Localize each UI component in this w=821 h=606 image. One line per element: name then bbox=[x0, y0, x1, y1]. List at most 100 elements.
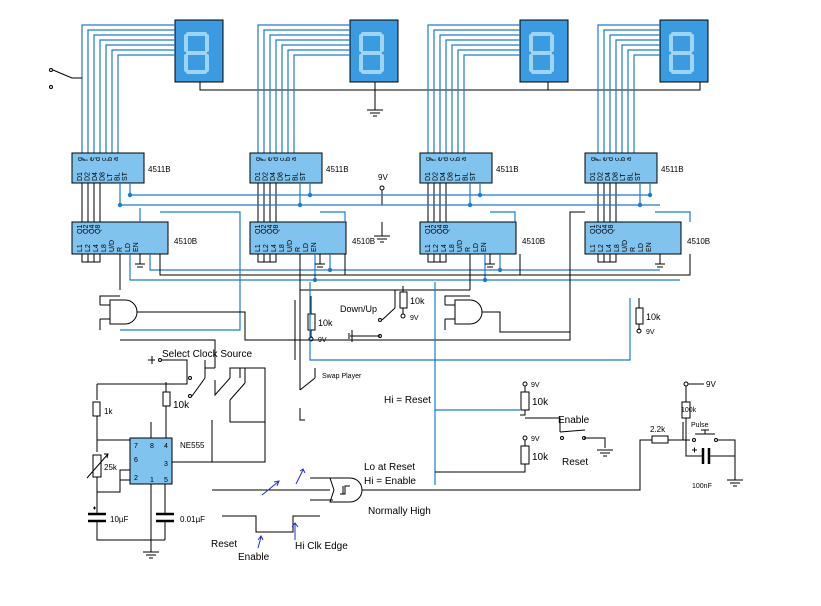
schmitt-trigger-icon bbox=[329, 477, 363, 503]
decoder-output-pin: f bbox=[596, 159, 603, 161]
decoder-output-pin: a bbox=[113, 157, 120, 161]
svg-text:1k: 1k bbox=[104, 407, 113, 416]
decoder-input-pin: BL bbox=[293, 172, 300, 181]
counter-input-pin: R bbox=[295, 247, 302, 252]
counter-output-pin: Q2 bbox=[261, 225, 268, 234]
counter-output-pin: Q4 bbox=[267, 225, 274, 234]
counter-input-pin: L2 bbox=[598, 244, 605, 252]
counter-input-pin: L8 bbox=[101, 244, 108, 252]
ne555-chip: 7 6 2 8 4 3 1 5 bbox=[129, 437, 173, 485]
counter-output-pin: Q2 bbox=[596, 225, 603, 234]
svg-text:10k: 10k bbox=[173, 400, 190, 411]
decoder-output-pin: d bbox=[608, 157, 615, 161]
counter-input-pin: L4 bbox=[441, 244, 448, 252]
counter-input-pin: L1 bbox=[425, 244, 432, 252]
svg-text:10k: 10k bbox=[318, 318, 333, 328]
svg-text:4: 4 bbox=[164, 443, 168, 450]
decoder-input-pin: D2 bbox=[433, 172, 440, 181]
counter-input-pin: EN bbox=[311, 242, 318, 252]
svg-text:0.01µF: 0.01µF bbox=[180, 515, 205, 524]
svg-text:Enable: Enable bbox=[558, 415, 590, 426]
counter-input-pin: L2 bbox=[433, 244, 440, 252]
decoder-input-pin: ST bbox=[122, 171, 129, 181]
decoder-input-pin: D4 bbox=[440, 172, 447, 181]
counter-chip-4: 4510B bbox=[584, 221, 710, 255]
counter-input-pin: EN bbox=[646, 242, 653, 252]
resistor-icon bbox=[651, 435, 669, 444]
decoder-output-pin: b bbox=[107, 157, 114, 161]
switch-icon bbox=[525, 417, 606, 448]
counter-input-pin: U/D bbox=[622, 240, 629, 252]
decoder-input-pin: D1 bbox=[255, 172, 262, 181]
clock-select-switch bbox=[148, 356, 162, 364]
decoder-output-pin: f bbox=[261, 159, 268, 161]
counter-input-pin: L8 bbox=[614, 244, 621, 252]
counter-input-pin: L4 bbox=[606, 244, 613, 252]
decoder-input-pin: D8 bbox=[278, 172, 285, 181]
decoder-output-pin: c bbox=[101, 157, 108, 161]
svg-text:4511B: 4511B bbox=[661, 165, 684, 174]
counter-input-pin: L1 bbox=[590, 244, 597, 252]
resistor-icon bbox=[162, 391, 171, 407]
switch-icon bbox=[49, 68, 82, 89]
capacitor-icon bbox=[88, 512, 106, 523]
decoder-input-pin: D8 bbox=[448, 172, 455, 181]
svg-text:4510B: 4510B bbox=[687, 237, 710, 246]
decoder-input-pin: D2 bbox=[263, 172, 270, 181]
resistor-icon bbox=[307, 313, 316, 331]
decoder-output-pin: g bbox=[77, 157, 84, 161]
svg-text:Reset: Reset bbox=[562, 457, 588, 468]
decoder-input-pin: LT bbox=[107, 173, 114, 181]
decoder-output-pin: e bbox=[267, 157, 274, 161]
decoder-input-pin: LT bbox=[285, 173, 292, 181]
decoder-input-pin: D2 bbox=[85, 172, 92, 181]
svg-text:9V: 9V bbox=[531, 436, 540, 443]
decoder-output-pin: a bbox=[291, 157, 298, 161]
swap-player-switch bbox=[205, 367, 316, 423]
decoder-input-pin: D4 bbox=[605, 172, 612, 181]
decoder-output-pin: f bbox=[431, 159, 438, 161]
decoder-output-pin: d bbox=[95, 157, 102, 161]
counter-input-pin: EN bbox=[481, 242, 488, 252]
counter-input-pin: L2 bbox=[263, 244, 270, 252]
counter-output-pin: Q8 bbox=[273, 225, 280, 234]
decoder-output-pin: b bbox=[455, 157, 462, 161]
counter-input-pin: LD bbox=[125, 243, 132, 252]
ground-icon bbox=[597, 449, 613, 457]
decoder-output-pin: a bbox=[461, 157, 468, 161]
counter-input-pin: LD bbox=[638, 243, 645, 252]
counter-input-pin: LD bbox=[303, 243, 310, 252]
svg-text:10k: 10k bbox=[646, 312, 661, 322]
counter-input-pin: L1 bbox=[255, 244, 262, 252]
svg-text:2.2k: 2.2k bbox=[650, 425, 666, 434]
counter-input-pin: L1 bbox=[77, 244, 84, 252]
counter-output-pin: Q1 bbox=[590, 225, 597, 234]
decoder-output-pin: g bbox=[590, 157, 597, 161]
counter-input-pin: R bbox=[465, 247, 472, 252]
decoder-chip-4: 4511B bbox=[584, 152, 684, 184]
svg-text:4510B: 4510B bbox=[522, 237, 545, 246]
svg-text:7: 7 bbox=[134, 443, 138, 450]
decoder-input-pin: D4 bbox=[92, 172, 99, 181]
decoder-input-pin: BL bbox=[115, 172, 122, 181]
decoder-output-pin: c bbox=[614, 157, 621, 161]
counter-input-pin: R bbox=[630, 247, 637, 252]
and-gate-icon bbox=[99, 295, 145, 330]
decoder-output-pin: a bbox=[626, 157, 633, 161]
counter-input-pin: EN bbox=[133, 242, 140, 252]
decoder-input-pin: BL bbox=[628, 172, 635, 181]
svg-text:Down/Up: Down/Up bbox=[340, 304, 377, 314]
resistor-icon bbox=[92, 401, 101, 417]
decoder-chip-1: 4511B bbox=[71, 152, 171, 184]
counter-input-pin: L4 bbox=[271, 244, 278, 252]
counter-output-pin: Q2 bbox=[83, 225, 90, 234]
svg-text:Lo at Reset: Lo at Reset bbox=[364, 462, 415, 473]
counter-input-pin: U/D bbox=[287, 240, 294, 252]
capacitor-icon bbox=[156, 512, 174, 523]
svg-text:Swap Player: Swap Player bbox=[322, 373, 362, 380]
decoder-output-pin: f bbox=[83, 159, 90, 161]
decoder-output-pin: b bbox=[620, 157, 627, 161]
decoder-chip-2: 4511B bbox=[249, 152, 349, 184]
decoder-input-pin: D8 bbox=[100, 172, 107, 181]
resistor-icon bbox=[520, 391, 530, 411]
